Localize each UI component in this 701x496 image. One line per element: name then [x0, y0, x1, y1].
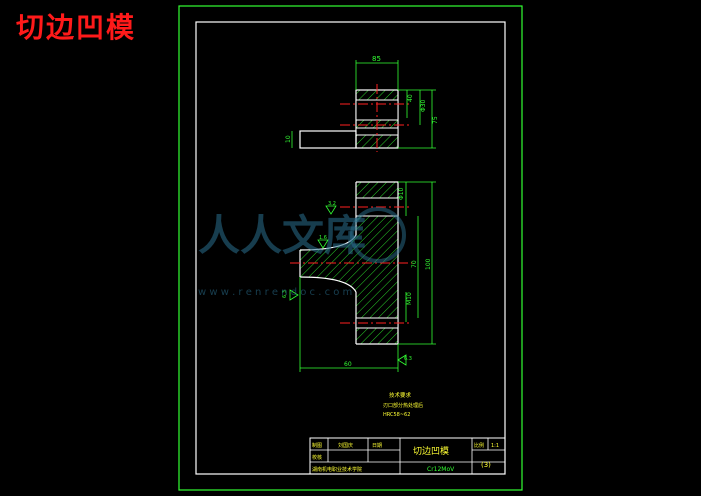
outer-frame: [178, 5, 523, 491]
notes-title: 技术要求: [389, 391, 412, 399]
tb-col3: 日期: [372, 443, 382, 449]
dim-sec-lower: M10: [406, 292, 413, 305]
roughness-symbol: [289, 289, 299, 301]
tech-notes: 技术要求 刃口部分热处理后 HRC58~62: [383, 391, 423, 418]
watermark-logo: [350, 207, 406, 263]
roughness-symbol: [317, 239, 329, 249]
tb-school: 湖南机电职业技术学院: [312, 466, 362, 473]
roughness-symbol: [325, 205, 337, 215]
watermark-text: 人人文库: [198, 211, 366, 260]
tb-material: Cr12MoV: [427, 466, 455, 473]
dim-sec-mid: 70: [411, 260, 418, 268]
top-view: 85 40 Φ30 75 10: [285, 55, 439, 152]
title-block: 制图 校核 刘国庆 日期 切边凹模 Cr12MoV 比例 1:1 (3) 湖南机…: [309, 437, 506, 475]
dim-sec-width: 60: [344, 361, 352, 368]
notes-line1: 刃口部分热处理后: [383, 402, 423, 409]
dim-shank-h: 10: [285, 135, 292, 143]
title-block-frame: [309, 437, 506, 475]
roughness-r3: 6.3: [282, 290, 288, 298]
dim-top-d3: 75: [432, 116, 439, 124]
notes-line2: HRC58~62: [383, 412, 410, 418]
roughness-symbol: [397, 354, 407, 366]
tb-checker-label: 校核: [312, 454, 322, 461]
section-fillet-lower: [299, 276, 357, 293]
section-fillet-upper: [299, 234, 357, 251]
watermark: 人人文库 w w w . r e n r e n d o c . c o m: [198, 207, 406, 298]
page-title: 切边凹模: [16, 11, 137, 44]
roughness-r1: 3.2: [328, 201, 336, 207]
watermark-url: w w w . r e n r e n d o c . c o m: [198, 287, 352, 298]
tb-col2: 刘国庆: [338, 442, 353, 449]
tb-ratio: 1:1: [491, 443, 499, 449]
roughness-r2: 1.6: [319, 235, 327, 241]
dim-top-d1: 40: [407, 94, 414, 102]
tb-part-name: 切边凹模: [413, 446, 449, 457]
tb-drawing-no: (3): [481, 461, 491, 469]
dim-sec-full: 100: [425, 258, 432, 270]
roughness-r4: 6.3: [404, 356, 412, 362]
tb-ratio-label: 比例: [474, 442, 484, 449]
tb-designer-label: 制图: [312, 442, 322, 449]
dim-top-d2: Φ30: [420, 99, 427, 112]
dim-sec-upper: Φ10: [398, 187, 405, 200]
dim-top-width: 85: [372, 55, 381, 63]
top-shank: [299, 130, 357, 149]
